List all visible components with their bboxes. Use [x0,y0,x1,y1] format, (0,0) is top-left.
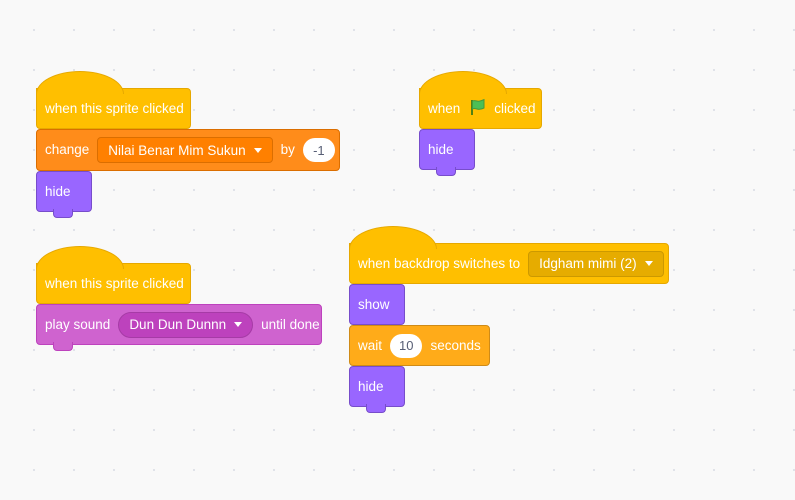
script-sprite-clicked-sound[interactable]: when this sprite clicked play sound Dun … [36,246,322,351]
variable-dropdown[interactable]: Nilai Benar Mim Sukun [97,137,273,163]
when-sprite-clicked-hat-block[interactable]: when this sprite clicked [36,246,191,304]
sound-dropdown[interactable]: Dun Dun Dunnn [118,311,254,338]
seconds-label: seconds [430,337,481,353]
when-flag-clicked-hat-block[interactable]: when clicked [419,71,542,129]
wait-seconds-input[interactable]: 10 [390,333,423,358]
hat-cap [36,71,124,94]
clicked-label: clicked [494,100,536,116]
green-flag-icon [468,98,486,119]
block-notch [436,167,456,176]
script-sprite-clicked-change[interactable]: when this sprite clicked change Nilai Be… [36,71,340,218]
hat-label: when this sprite clicked [45,275,184,291]
when-backdrop-switches-hat-block[interactable]: when backdrop switches to Idgham mimi (2… [349,226,669,284]
block-notch [53,209,73,218]
variable-name: Nilai Benar Mim Sukun [108,142,246,158]
hide-block[interactable]: hide [419,129,475,176]
hide-block[interactable]: hide [349,366,405,413]
change-label: change [45,142,90,158]
when-sprite-clicked-hat-block[interactable]: when this sprite clicked [36,71,191,129]
hat-label: when backdrop switches to [358,255,521,271]
hat-cap [349,226,437,249]
show-block[interactable]: show [349,284,405,325]
hat-label: when this sprite clicked [45,100,184,116]
sound-name: Dun Dun Dunnn [129,317,227,332]
script-green-flag-hide[interactable]: when clicked hide [419,71,542,176]
change-variable-block[interactable]: change Nilai Benar Mim Sukun by -1 [36,129,340,171]
hide-label: hide [428,141,454,157]
change-amount-input[interactable]: -1 [302,138,335,162]
chevron-down-icon [253,147,262,153]
when-label: when [428,100,461,116]
until-done-label: until done [261,316,320,332]
backdrop-name: Idgham mimi (2) [539,256,637,271]
show-label: show [358,296,390,312]
by-label: by [280,142,295,158]
chevron-down-icon [644,261,653,266]
block-notch [366,404,386,413]
wait-label: wait [358,337,383,353]
backdrop-dropdown[interactable]: Idgham mimi (2) [528,250,664,277]
hide-label: hide [45,183,71,199]
hide-label: hide [358,378,384,394]
script-backdrop-switch[interactable]: when backdrop switches to Idgham mimi (2… [349,226,669,413]
hide-block[interactable]: hide [36,171,92,218]
chevron-down-icon [234,322,243,327]
hat-cap [36,246,124,269]
play-sound-label: play sound [45,316,111,332]
play-sound-until-done-block[interactable]: play sound Dun Dun Dunnn until done [36,304,322,351]
wait-seconds-block[interactable]: wait 10 seconds [349,325,490,366]
hat-cap [419,71,507,94]
block-notch [53,342,73,351]
